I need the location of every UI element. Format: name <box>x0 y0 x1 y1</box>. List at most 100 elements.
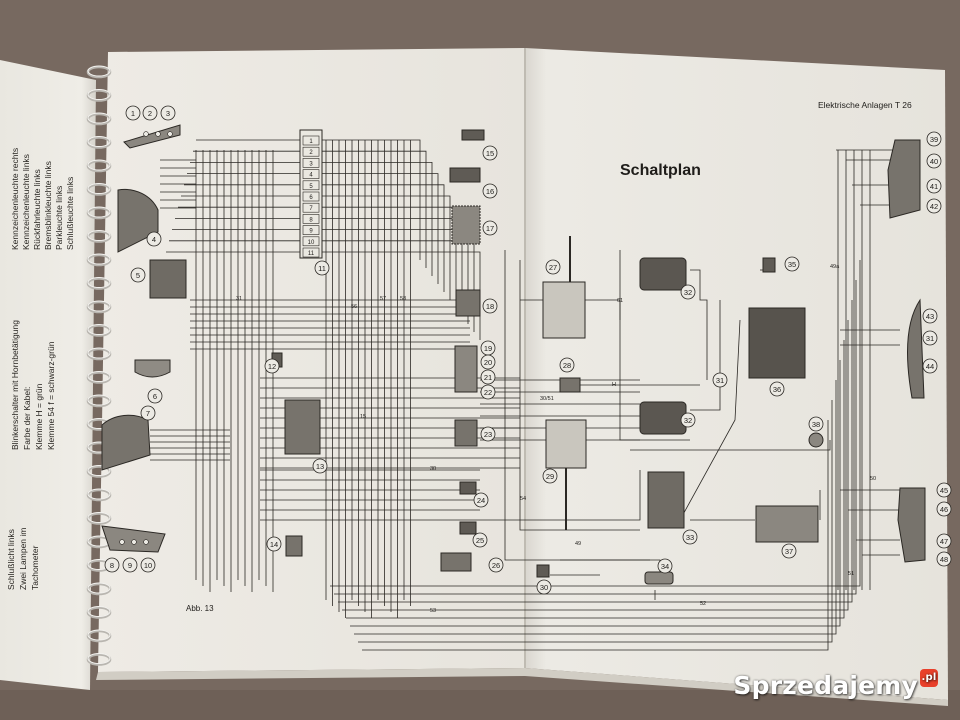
component-number: 22 <box>484 388 492 397</box>
component-number: 20 <box>484 358 492 367</box>
wire-label: 30 <box>430 466 436 472</box>
legend-line: Schlußlicht links <box>6 529 16 590</box>
component-number-badge: 32 <box>680 284 696 300</box>
spiral-loop-highlight <box>87 159 111 171</box>
combination-switch <box>284 399 321 455</box>
rear-lamp-cluster-right <box>887 139 921 219</box>
lamp-26 <box>440 552 472 572</box>
sensor-35 <box>762 257 776 273</box>
component-number-badge: 45 <box>936 482 952 498</box>
lamp-15 <box>461 129 485 141</box>
spiral-loop-highlight <box>87 512 111 523</box>
component-number: 25 <box>476 536 484 545</box>
book-right-page <box>525 48 948 700</box>
fuse <box>302 247 320 258</box>
headlight-right <box>101 414 151 471</box>
fuse-number: 8 <box>309 217 313 223</box>
component-number: 23 <box>484 430 492 439</box>
component-number-badge: 31 <box>712 372 728 388</box>
component-number: 35 <box>788 260 796 269</box>
component-number-badge: 39 <box>926 131 942 147</box>
unit-17 <box>451 205 481 245</box>
component-number-badge: 7 <box>140 405 156 421</box>
voltage-regulator <box>748 307 806 379</box>
wire <box>334 280 857 595</box>
component-number-badge: 36 <box>769 381 785 397</box>
fuse <box>302 225 320 235</box>
fuse-number: 2 <box>309 150 313 156</box>
component-number: 44 <box>926 362 934 371</box>
component-number-badge: 11 <box>314 260 330 276</box>
component-number: 31 <box>716 376 724 385</box>
spiral-loop-highlight <box>87 253 111 265</box>
component-number-badge: 43 <box>922 308 938 324</box>
wire <box>358 400 833 643</box>
component-number-badge: 48 <box>936 551 952 567</box>
spiral-loop-highlight <box>87 300 111 312</box>
wire-label: 52 <box>700 601 706 607</box>
component-number-badge: 28 <box>559 357 575 373</box>
legend-line: Kennzeichenleuchte rechts <box>10 148 20 250</box>
component-number-badge: 23 <box>480 426 496 442</box>
component-number: 21 <box>484 373 492 382</box>
left-legend-2: Blinkerschalter mit Hornbetätigung Farbe… <box>10 320 56 450</box>
legend-line: Farbe der Kabel: <box>22 387 32 450</box>
component-number-badge: 6 <box>147 388 163 404</box>
component-number: 4 <box>152 235 156 244</box>
watermark-text: Sprzedajemy <box>733 671 918 700</box>
wire <box>362 420 829 651</box>
fuse <box>302 135 320 146</box>
component-number-badge: 44 <box>922 358 938 374</box>
wire-label: 54 <box>520 496 526 502</box>
fuse-number: 6 <box>309 195 313 201</box>
legend-line: Zwei Lampen im <box>18 528 28 590</box>
watermark-badge: .pl <box>920 669 938 687</box>
component-number: 47 <box>940 537 948 546</box>
lamp-24 <box>459 481 477 495</box>
horn-38 <box>808 432 824 448</box>
wire <box>322 173 439 284</box>
component-number-badge: 38 <box>808 416 824 432</box>
component-number-badge: 37 <box>781 543 797 559</box>
component-number-badge: 18 <box>482 298 498 314</box>
component-number: 2 <box>148 109 152 118</box>
legend-line: Klemme H = grün <box>34 383 44 450</box>
lamp-cluster-1-3 <box>123 124 181 149</box>
component-number-badge: 4 <box>146 231 162 247</box>
starter <box>644 571 674 585</box>
wire-label: 30/51 <box>540 396 554 402</box>
spiral-loop-highlight <box>87 89 111 100</box>
component-number: 3 <box>166 109 170 118</box>
component-number: 10 <box>144 561 152 570</box>
component-number: 36 <box>773 385 781 394</box>
component-number: 17 <box>486 224 494 233</box>
spiral-loop-highlight <box>87 347 111 359</box>
component-number-badge: 24 <box>473 492 489 508</box>
ignition-switch <box>542 236 586 339</box>
component-number-badge: 15 <box>482 145 498 161</box>
spiral-loop-highlight <box>87 277 111 288</box>
wire <box>350 360 841 627</box>
component-number: 45 <box>940 486 948 495</box>
wire-label: 49 <box>575 541 581 547</box>
fuse <box>302 169 320 179</box>
wire <box>342 320 849 611</box>
component-number-badge: 27 <box>545 259 561 275</box>
generator <box>647 471 685 529</box>
spiral-loop-highlight <box>87 324 111 335</box>
spiral-loop-highlight <box>87 394 111 406</box>
wire-label: 57 <box>380 296 386 302</box>
lamp-16 <box>449 167 481 183</box>
component-number-badge: 2 <box>142 105 158 121</box>
spiral-loop-highlight <box>87 136 111 147</box>
component-number-badge: 35 <box>784 256 800 272</box>
wire <box>690 269 708 380</box>
legend-line: Bremsblinkleuchte links <box>43 161 53 250</box>
wire <box>330 260 861 587</box>
ignition-coil-bottom <box>639 401 687 435</box>
component-number: 14 <box>270 540 278 549</box>
component-number-badge: 9 <box>122 557 138 573</box>
component-number: 13 <box>316 462 324 471</box>
side-lamp <box>907 298 925 399</box>
